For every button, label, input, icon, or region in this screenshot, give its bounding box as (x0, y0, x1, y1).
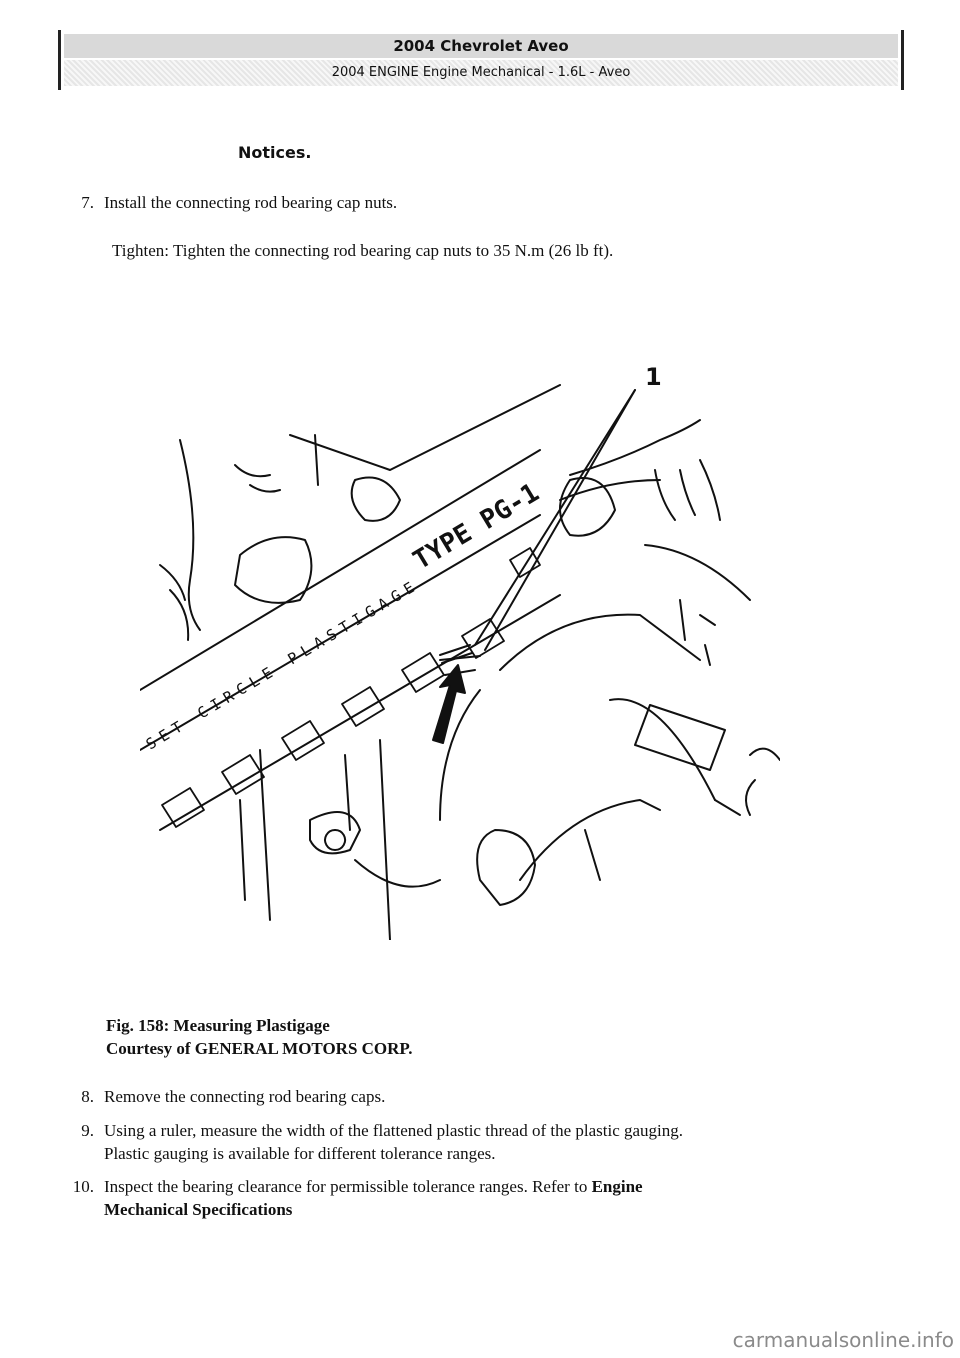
notices-fragment: Notices. (238, 143, 312, 162)
arrow-icon (432, 664, 466, 744)
right-hand (569, 419, 701, 476)
crankshaft-journal (499, 613, 701, 671)
step-7-number: 7. (81, 193, 94, 212)
step-10-text: Inspect the bearing clearance for permis… (104, 1176, 643, 1198)
step-10-text-plain: Inspect the bearing clearance for permis… (104, 1177, 592, 1196)
document-header: 2004 Chevrolet Aveo 2004 ENGINE Engine M… (58, 30, 904, 94)
callout-line (474, 389, 636, 646)
header-frame (58, 30, 904, 90)
step-10-number: 10. (72, 1177, 94, 1196)
watermark: carmanualsonline.info (732, 1328, 954, 1352)
figure-caption-title: Fig. 158: Measuring Plastigage (106, 1016, 330, 1035)
callout-number: 1 (645, 363, 662, 391)
plastigage-card (140, 449, 541, 691)
left-hand (179, 439, 201, 631)
step-9-number: 9. (81, 1121, 94, 1140)
step-9-note: Plastic gauging is available for differe… (104, 1144, 496, 1163)
step-8-number: 8. (81, 1087, 94, 1106)
header-title: 2004 Chevrolet Aveo (64, 34, 898, 58)
card-text-type: TYPE PG-1 (408, 478, 544, 576)
figure-caption-credit: Courtesy of GENERAL MOTORS CORP. (106, 1039, 413, 1058)
step-7-text: Install the connecting rod bearing cap n… (104, 193, 398, 212)
step-10-link-part1[interactable]: Engine (591, 1177, 643, 1196)
plastigage-illustration: TYPE PG-1 SET CIRCLE PLASTIGAGE 1 (140, 363, 780, 940)
step-9-text: Using a ruler, measure the width of the … (104, 1121, 684, 1140)
header-subtitle: 2004 ENGINE Engine Mechanical - 1.6L - A… (64, 60, 898, 86)
step-10-link-part2[interactable]: Mechanical Specifications (104, 1200, 293, 1219)
tighten-spec: Tighten: Tighten the connecting rod bear… (112, 241, 614, 260)
step-8-text: Remove the connecting rod bearing caps. (104, 1087, 386, 1106)
